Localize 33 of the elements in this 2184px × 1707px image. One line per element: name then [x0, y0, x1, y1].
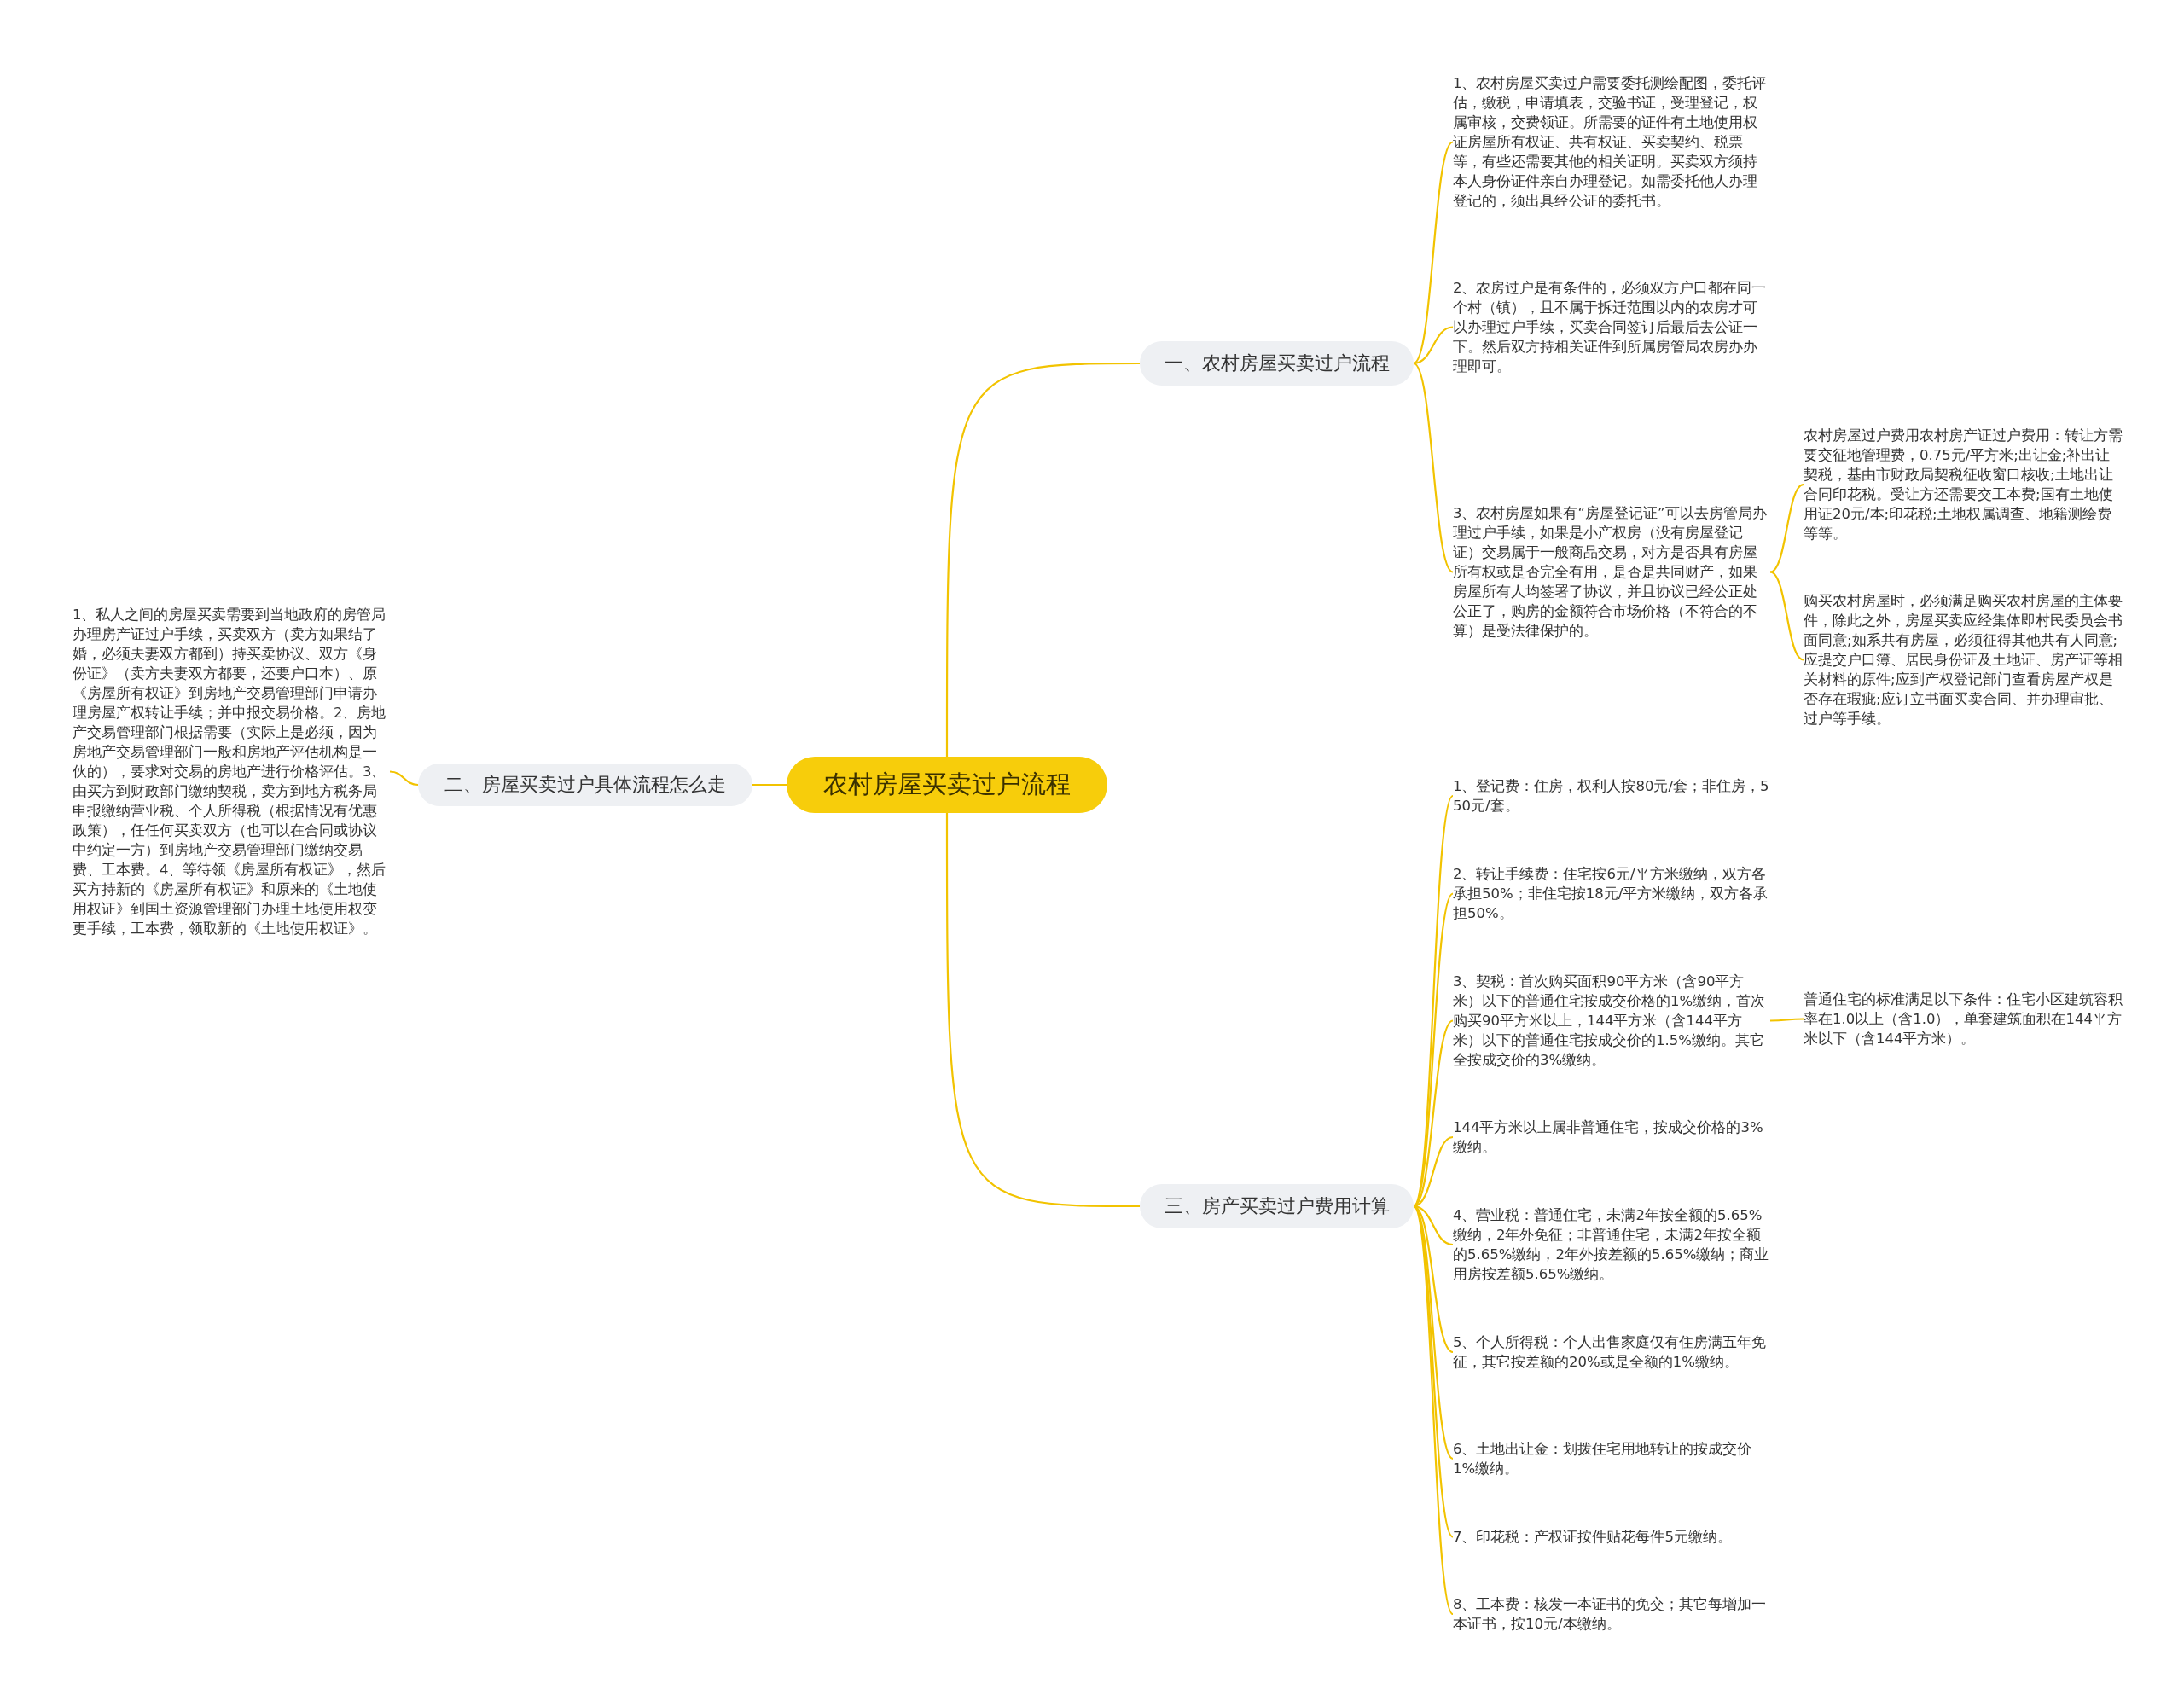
central-topic: 农村房屋买卖过户流程: [787, 757, 1107, 813]
topic-text: 4、营业税：普通住宅，未满2年按全额的5.65%缴纳，2年外免征；非普通住宅，未满2年按全额的5.65%缴纳，2年外按差额的5.65%缴纳；商业用房按差额5.65%缴纳。: [1453, 1204, 1770, 1286]
connector-line: [1770, 1018, 1804, 1022]
connector-line: [389, 770, 419, 787]
branch-topic: 一、农村房屋买卖过户流程: [1140, 341, 1414, 386]
topic-text: 普通住宅的标准满足以下条件：住宅小区建筑容积率在1.0以上（含1.0），单套建筑面积在144平方米以下（含144平方米）。: [1804, 988, 2123, 1050]
connector-line: [1413, 1205, 1454, 1615]
branch-topic: 二、房屋买卖过户具体流程怎么走: [418, 764, 752, 806]
connector-line: [1413, 892, 1454, 1207]
connector-line: [1413, 326, 1454, 365]
topic-text: 144平方米以上属非普通住宅，按成交价格的3%缴纳。: [1453, 1116, 1770, 1158]
connector-line: [1413, 1205, 1454, 1538]
topic-text: 3、农村房屋如果有“房屋登记证”可以去房管局办理过户手续，如果是小产权房（没有房屋登记证）交易属于一般商品交易，对方是否具有房屋所有权或是否完全有用，是否是共同财产，如果房屋所有人均签署了协议，并且协议已经公正处公正了，购房的金额符合市场价格（不符合的不算）是受法律保护的。: [1453, 502, 1770, 642]
topic-text: 购买农村房屋时，必须满足购买农村房屋的主体要件，除此之外，房屋买卖应经集体即村民委员会书面同意;如系共有房屋，必须征得其他共有人同意;应提交户口簿、居民身份证及土地证、房产证等相关材料的原件;应到产权登记部门查看房屋产权是否存在瑕疵;应订立书面买卖合同、并办理审批、过户等手续。: [1804, 589, 2123, 730]
connector-line: [945, 362, 1140, 757]
topic-text: 农村房屋过户费用农村房产证过户费用：转让方需要交征地管理费，0.75元/平方米;出让金;补出让契税，基由市财政局契税征收窗口核收;土地出让合同印花税。受让方还需要交工本费;国有土地使用证20元/本;印花税;土地权属调查、地籍测绘费等等。: [1804, 424, 2123, 545]
topic-text: 7、印花税：产权证按件贴花每件5元缴纳。: [1453, 1525, 1770, 1548]
connector-line: [945, 813, 1140, 1208]
topic-text: 6、土地出让金：划拨住宅用地转让的按成交价1%缴纳。: [1453, 1437, 1770, 1480]
connector-line: [1769, 571, 1804, 661]
topic-text: 8、工本费：核发一本证书的免交；其它每增加一本证书，按10元/本缴纳。: [1453, 1593, 1770, 1635]
connector-line: [1769, 484, 1804, 573]
topic-text: 2、转让手续费：住宅按6元/平方米缴纳，双方各承担50%；非住宅按18元/平方米缴纳，双方各承担50%。: [1453, 862, 1770, 925]
connector-line: [1413, 141, 1454, 364]
connector-line: [752, 783, 787, 787]
topic-text: 1、登记费：住房，权利人按80元/套；非住房，550元/套。: [1453, 775, 1770, 817]
topic-text: 2、农房过户是有条件的，必须双方户口都在同一个村（镇），且不属于拆迁范围以内的农房才可以办理过户手续，买卖合同签订后最后去公证一下。然后双方持相关证件到所属房管局农房办办理即可。: [1453, 276, 1770, 378]
topic-text: 5、个人所得税：个人出售家庭仅有住房满五年免征，其它按差额的20%或是全额的1%缴纳。: [1453, 1331, 1770, 1373]
topic-text: 3、契税：首次购买面积90平方米（含90平方米）以下的普通住宅按成交价格的1%缴纳，首次购买90平方米以上，144平方米（含144平方米）以下的普通住宅按成交价的1.5%缴纳。其它全按成交价的3%缴纳。: [1453, 970, 1770, 1071]
branch-topic: 三、房产买卖过户费用计算: [1140, 1184, 1414, 1228]
topic-text: 1、农村房屋买卖过户需要委托测绘配图，委托评估，缴税，申请填表，交验书证，受理登记，权属审核，交费领证。所需要的证件有土地使用权证房屋所有权证、共有权证、买卖契约、税票等，有些还需要其他的相关证明。买卖双方须持本人身份证件亲自办理登记。如需委托他人办理登记的，须出具经公证的委托书。: [1453, 72, 1770, 212]
connector-line: [1413, 363, 1454, 573]
topic-text: 1、私人之间的房屋买卖需要到当地政府的房管局办理房产证过户手续，买卖双方（卖方如果结了婚，必须夫妻双方都到）持买卖协议、双方《身份证》（卖方夫妻双方都要，还要户口本）、原《房屋所有权证》到房地产交易管理部门申请办理房屋产权转让手续；并申报交易价格。2、房地产交易管理部门根据需要（实际上是必须，因为房地产交易管理部门一般和房地产评估机构是一伙的），要求对交易的房地产进行价格评估。3、由买方到财政部门缴纳契税，卖方到地方税务局申报缴纳营业税、个人所得税（根据情况有优惠政策），任任何买卖双方（也可以在合同或协议中约定一方）到房地产交易管理部门缴纳交易费、工本费。4、等待领《房屋所有权证》，然后买方持新的《房屋所有权证》和原来的《土地使用权证》到国土资源管理部门办理土地使用权变更手续，工本费，领取新的《土地使用权证》。: [73, 603, 390, 940]
